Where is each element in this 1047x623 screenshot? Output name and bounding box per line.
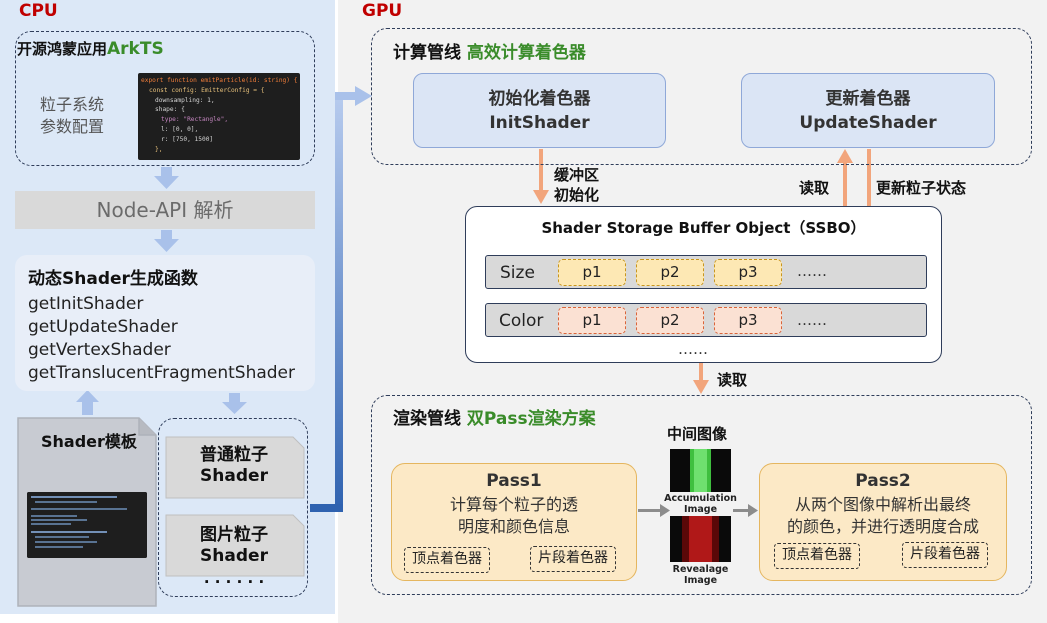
function-list: getInitShader getUpdateShader getVertexS… [28, 293, 295, 385]
render-title-prefix: 渲染管线 [393, 409, 461, 429]
shader-template-title: Shader模板 [41, 432, 137, 451]
function-item: getUpdateShader [28, 317, 178, 337]
update-shader-en: UpdateShader [799, 113, 937, 133]
color-cell-p2: p2 [636, 307, 704, 334]
pass1-fragment-shader: 片段着色器 [530, 546, 616, 572]
buffer-init-label: 缓冲区 初始化 [554, 165, 599, 205]
code-line: downsampling: 1, [155, 96, 215, 104]
image-shader-line2: Shader [200, 546, 268, 566]
pass1-vertex-shader: 顶点着色器 [404, 547, 490, 573]
buffer-init-line2: 初始化 [554, 186, 600, 204]
normal-particle-shader-label: 普通粒子 Shader [165, 445, 303, 487]
accum-label-line1: Accumulation [664, 493, 737, 504]
reveal-label-line1: Revealage [672, 564, 729, 575]
function-item: getTranslucentFragmentShader [28, 363, 296, 383]
size-cell-p1: p1 [558, 259, 626, 286]
ssbo-title: Shader Storage Buffer Object（SSBO） [541, 219, 866, 237]
params-label: 粒子系统 参数配置 [40, 94, 104, 138]
shader-types-box [158, 418, 308, 597]
node-api-label: Node-API 解析 [96, 198, 234, 222]
shader-template-code-thumbnail [27, 492, 147, 558]
arkts-title-prefix: 开源鸿蒙应用 [17, 40, 108, 58]
update-shader-cn: 更新着色器 [825, 89, 911, 109]
code-line: export function emitParticle(id: string)… [141, 77, 298, 84]
color-row-label: Color [499, 311, 544, 331]
init-shader-box: 初始化着色器 InitShader [413, 73, 666, 148]
revealage-image-label: Revealage Image [660, 564, 741, 586]
render-title-highlight: 双Pass渲染方案 [466, 409, 596, 429]
function-item: getInitShader [28, 294, 144, 314]
compute-pipeline-box [371, 28, 1032, 165]
accumulation-image [670, 449, 731, 492]
size-row-more: …… [797, 262, 827, 280]
code-line: type: "Rectangle", [161, 116, 229, 124]
config-code-snippet: export function emitParticle(id: string)… [138, 73, 300, 160]
update-shader-box: 更新着色器 UpdateShader [741, 73, 995, 148]
code-line: const config: EmitterConfig = { [149, 86, 265, 94]
normal-shader-line1: 普通粒子 [200, 445, 268, 465]
image-particle-shader-doc [165, 514, 305, 577]
code-line: shape: { [155, 106, 185, 114]
arkts-title-highlight: ArkTS [107, 39, 164, 59]
generator-title: 动态Shader生成函数 [28, 269, 198, 289]
pass1-desc-line1: 计算每个粒子的透 [449, 495, 578, 514]
params-label-line2: 参数配置 [40, 117, 105, 136]
pass1-desc-line2: 明度和颜色信息 [457, 517, 570, 536]
render-pipeline-box [371, 395, 1032, 595]
normal-shader-line2: Shader [200, 466, 268, 486]
node-api-bar: Node-API 解析 [15, 191, 315, 229]
code-line: l: [0, 0], [161, 125, 199, 133]
normal-particle-shader-doc [165, 436, 305, 499]
reveal-label-line2: Image [683, 575, 718, 586]
size-row [485, 255, 927, 289]
accum-label-line2: Image [683, 504, 718, 515]
image-shader-line1: 图片粒子 [200, 525, 268, 545]
ssbo-more: …… [678, 340, 708, 358]
read-label-bottom: 读取 [717, 371, 748, 389]
params-label-line1: 粒子系统 [40, 95, 105, 114]
read-label-top: 读取 [799, 179, 830, 197]
pass1-description: 计算每个粒子的透 明度和颜色信息 [391, 494, 637, 538]
pass2-title: Pass2 [855, 471, 911, 491]
init-shader-en: InitShader [489, 113, 590, 133]
compute-title-prefix: 计算管线 [393, 43, 461, 63]
pass2-desc-line2: 的颜色，并进行透明度合成 [786, 517, 979, 536]
color-row [485, 303, 927, 337]
pass1-title: Pass1 [486, 471, 542, 491]
code-line: }, [155, 145, 163, 153]
update-state-label: 更新粒子状态 [876, 179, 967, 197]
color-row-more: …… [797, 311, 827, 329]
pass2-vertex-shader: 顶点着色器 [774, 543, 860, 569]
cpu-label: CPU [19, 1, 58, 21]
arkts-app-box [15, 31, 315, 166]
color-cell-p1: p1 [558, 307, 626, 334]
render-pipeline-title: 渲染管线 双Pass渲染方案 [393, 404, 596, 429]
pass2-description: 从两个图像中解析出最终 的颜色，并进行透明度合成 [759, 494, 1007, 538]
init-shader-cn: 初始化着色器 [488, 89, 591, 109]
size-cell-p2: p2 [636, 259, 704, 286]
buffer-init-line1: 缓冲区 [554, 166, 600, 184]
shader-generator-box [15, 255, 315, 391]
size-row-label: Size [500, 263, 535, 283]
accumulation-image-label: Accumulation Image [660, 493, 741, 515]
function-item: getVertexShader [28, 340, 171, 360]
compute-pipeline-title: 计算管线 高效计算着色器 [393, 38, 586, 63]
gpu-label: GPU [362, 1, 403, 21]
color-cell-p3: p3 [714, 307, 782, 334]
compute-title-highlight: 高效计算着色器 [466, 43, 586, 63]
pass2-fragment-shader: 片段着色器 [902, 542, 988, 568]
code-line: r: [750, 1500] [161, 135, 214, 143]
image-particle-shader-label: 图片粒子 Shader [165, 525, 303, 567]
more-shaders-ellipsis: · · · · · · [203, 573, 265, 591]
size-cell-p3: p3 [714, 259, 782, 286]
pass2-desc-line1: 从两个图像中解析出最终 [794, 495, 971, 514]
arkts-title: 开源鸿蒙应用ArkTS [17, 38, 164, 59]
intermediate-image-title: 中间图像 [667, 425, 728, 443]
revealage-image [670, 516, 731, 562]
